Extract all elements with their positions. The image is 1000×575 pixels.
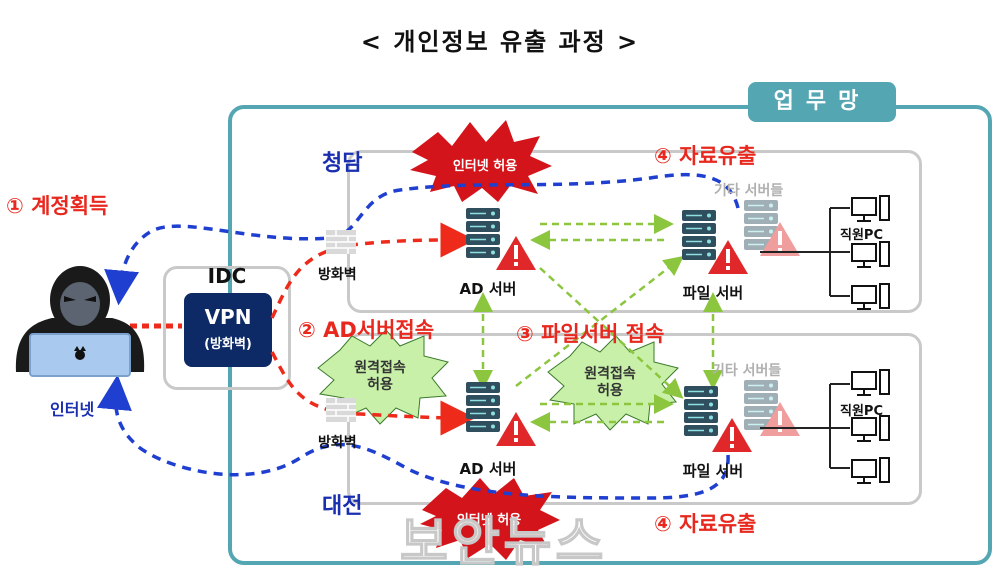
remote-access-burst-right: 원격접속 허용 [584, 366, 636, 399]
idc-label: IDC [207, 264, 247, 288]
employee-pc-label-bottom: 직원PC [840, 404, 883, 419]
vpn-firewall-box: VPN (방화벽) [184, 293, 272, 367]
ad-server-label-top: AD 서버 [459, 280, 517, 298]
pc-connection-lines [760, 207, 850, 469]
idc-zone [163, 266, 291, 390]
internet-allowed-burst-top: 인터넷 허용 [452, 159, 518, 174]
ad-server-label-bottom: AD 서버 [459, 460, 517, 478]
file-server-label-top: 파일 서버 [682, 284, 744, 302]
site-cheongdam: 청담 [322, 151, 363, 176]
step-account-acquisition: ① 계정획득 [6, 194, 109, 218]
step-data-leak-bottom: ④ 자료유출 [654, 512, 757, 536]
file-server-label-bottom: 파일 서버 [682, 462, 744, 480]
firewall-label-top: 방화벽 [318, 267, 357, 283]
step-ad-server-access: ② AD서버접속 [298, 318, 435, 342]
red-dashed-arrows [130, 222, 476, 436]
employee-pc-label-top: 직원PC [840, 228, 883, 243]
vpn-subtitle: (방화벽) [204, 337, 252, 352]
blue-dashed-arrows [96, 172, 740, 500]
business-network-label: 업무망 [748, 82, 896, 122]
site-daejeon: 대전 [322, 494, 363, 519]
internet-label: 인터넷 [50, 400, 95, 419]
other-servers-label-top: 기타 서버들 [714, 183, 784, 199]
green-dashed-arrows [473, 214, 723, 432]
firewall-label-bottom: 방화벽 [318, 435, 357, 451]
internet-allowed-burst-bottom: 인터넷 허용 [456, 513, 522, 528]
hacker-icon [15, 266, 145, 377]
vpn-title: VPN [204, 305, 252, 329]
page-title: < 개인정보 유출 과정 > [360, 28, 640, 56]
red-bursts [410, 120, 560, 560]
step-data-leak-top: ④ 자료유출 [654, 144, 757, 168]
watermark: 보안뉴스 [399, 512, 608, 574]
remote-access-burst-left: 원격접속 허용 [354, 360, 406, 393]
other-servers-label-bottom: 기타 서버들 [712, 363, 782, 379]
step-file-server-access: ③ 파일서버 접속 [516, 322, 665, 346]
